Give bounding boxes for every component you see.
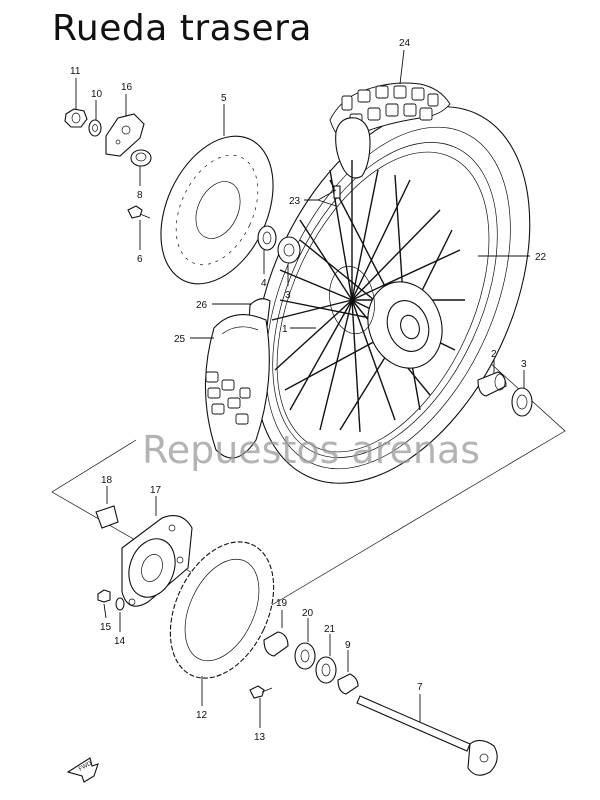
seal-4 — [257, 225, 277, 251]
tire-tread — [329, 82, 451, 179]
callout-16: 16 — [121, 82, 133, 93]
callout-14: 14 — [114, 636, 126, 647]
callout-1: 1 — [282, 324, 288, 335]
spacer-19 — [263, 631, 289, 657]
callout-7: 7 — [417, 682, 423, 693]
spacer-8 — [130, 149, 152, 167]
axle-7 — [356, 695, 498, 776]
callout-20: 20 — [302, 608, 314, 619]
leader-lines — [75, 49, 530, 728]
callout-8: 8 — [137, 190, 143, 201]
nut-11 — [64, 108, 88, 128]
callout-10: 10 — [91, 89, 103, 100]
callout-12: 12 — [196, 710, 208, 721]
callout-3b: 3 — [521, 359, 527, 370]
sprocket-12 — [169, 541, 275, 679]
callout-2: 2 — [491, 349, 497, 360]
bearing-3b — [511, 387, 533, 417]
callout-19: 19 — [276, 598, 288, 609]
callout-17: 17 — [150, 485, 162, 496]
washer-14 — [115, 597, 125, 611]
callout-22: 22 — [535, 252, 547, 263]
callout-11: 11 — [70, 66, 81, 77]
nut-15 — [97, 589, 111, 603]
callout-18: 18 — [101, 475, 113, 486]
callout-23: 23 — [289, 196, 301, 207]
callout-25: 25 — [174, 334, 186, 345]
callout-6: 6 — [137, 254, 143, 265]
bolt-13 — [249, 685, 273, 699]
tube-25 — [204, 314, 270, 459]
valve-part — [333, 185, 341, 199]
callout-26: 26 — [196, 300, 208, 311]
callout-5: 5 — [221, 93, 227, 104]
sprocket-hub-17 — [121, 515, 193, 607]
rear-wheel — [253, 82, 531, 484]
callout-13: 13 — [254, 732, 266, 743]
spacer-2 — [477, 371, 507, 397]
bearing-3 — [277, 236, 301, 264]
callout-9: 9 — [345, 640, 351, 651]
spacer-9 — [337, 673, 359, 695]
bearing-21 — [315, 656, 337, 684]
page-title: Rueda trasera — [52, 8, 312, 49]
washer-10 — [88, 119, 102, 137]
callout-15: 15 — [100, 622, 112, 633]
watermark-text: Repuestos arenas — [142, 428, 481, 472]
callout-labels: 24 11 10 16 5 8 23 6 4 3 22 26 1 25 2 3 … — [70, 38, 547, 743]
callout-21: 21 — [324, 624, 336, 635]
callout-3: 3 — [285, 290, 291, 301]
damper-18 — [95, 505, 119, 529]
callout-24: 24 — [399, 38, 411, 49]
bolt-6 — [127, 205, 151, 219]
plate-16 — [105, 113, 145, 157]
seal-20 — [294, 642, 316, 670]
fwd-arrow-icon — [66, 757, 99, 783]
callout-4: 4 — [261, 278, 267, 289]
